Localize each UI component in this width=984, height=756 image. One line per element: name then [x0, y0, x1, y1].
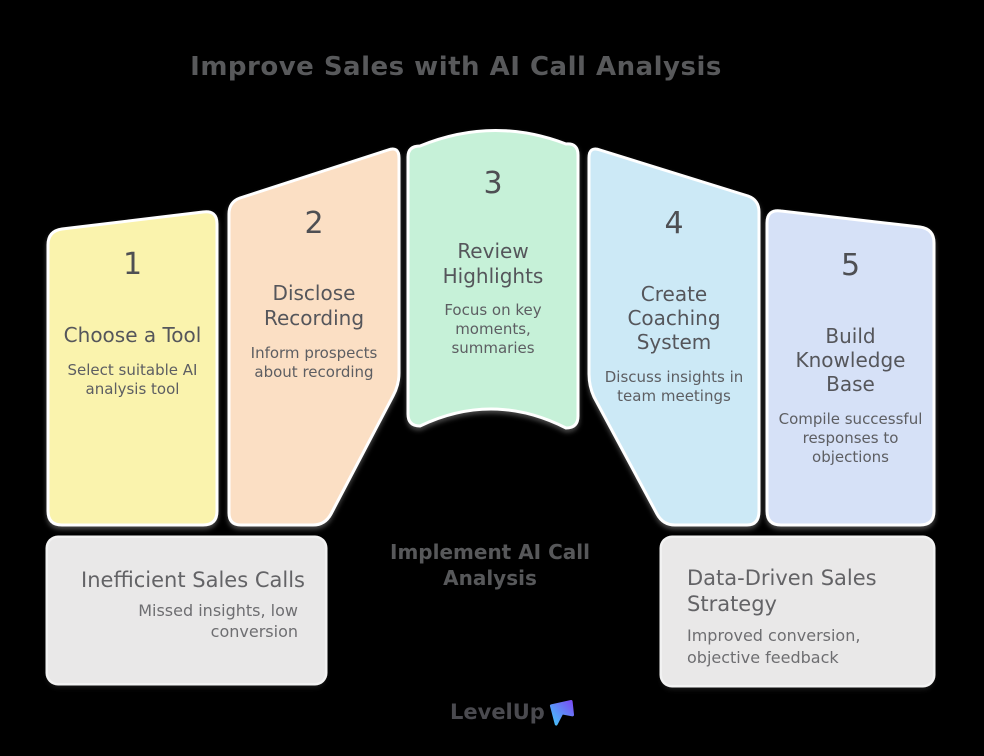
step-1-description: Select suitable AI analysis tool	[67, 361, 198, 398]
step-1-title: Choose a Tool	[63, 323, 202, 347]
gradient-flag-arrow-icon	[548, 699, 575, 730]
diagram-title: Improve Sales with AI Call Analysis	[190, 52, 722, 82]
step-4-title: Create Coaching System	[627, 282, 721, 354]
step-2-title: Disclose Recording	[263, 281, 365, 330]
step-5-panel	[765, 209, 936, 527]
step-1-number: 1	[122, 247, 143, 282]
step-5-title: Build Knowledge Base	[795, 324, 906, 396]
outcome-box-before: Inefficient Sales Calls Missed insights,…	[48, 538, 325, 683]
step-2: 2 Disclose Recording Inform prospects ab…	[229, 207, 399, 382]
step-4-panel	[587, 147, 761, 527]
levelup-logo: LevelUp	[450, 699, 575, 730]
step-4-description: Discuss insights in team meetings	[604, 368, 744, 405]
outcome-after-description: Improved conversion, objective feedback	[687, 626, 861, 667]
step-1-panel	[46, 210, 219, 527]
step-5-number: 5	[840, 248, 861, 283]
outcome-after-title: Data-Driven Sales Strategy	[687, 566, 877, 616]
step-5-description: Compile successful responses to objectio…	[778, 410, 923, 466]
step-4-number: 4	[664, 206, 684, 241]
step-3-title: Review Highlights	[442, 239, 544, 288]
step-3-panel	[406, 129, 580, 430]
levelup-logo-text: LevelUp	[450, 700, 545, 724]
step-5: 5 Build Knowledge Base Compile successfu…	[767, 249, 934, 467]
step-2-description: Inform prospects about recording	[250, 344, 378, 381]
outcome-before-title: Inefficient Sales Calls	[81, 568, 305, 592]
step-3: 3 Review Highlights Focus on key moments…	[408, 167, 578, 358]
outcome-box-after: Data-Driven Sales Strategy Improved conv…	[662, 538, 933, 685]
step-2-number: 2	[304, 206, 324, 241]
outcome-before-description: Missed insights, low conversion	[138, 601, 298, 641]
center-arch-label: Implement AI Call Analysis	[390, 540, 590, 590]
step-1: 1 Choose a Tool Select suitable AI analy…	[48, 248, 217, 399]
step-4: 4 Create Coaching System Discuss insight…	[589, 207, 759, 406]
step-3-description: Focus on key moments, summaries	[444, 301, 542, 357]
step-3-number: 3	[483, 166, 503, 201]
step-2-panel	[227, 147, 401, 527]
